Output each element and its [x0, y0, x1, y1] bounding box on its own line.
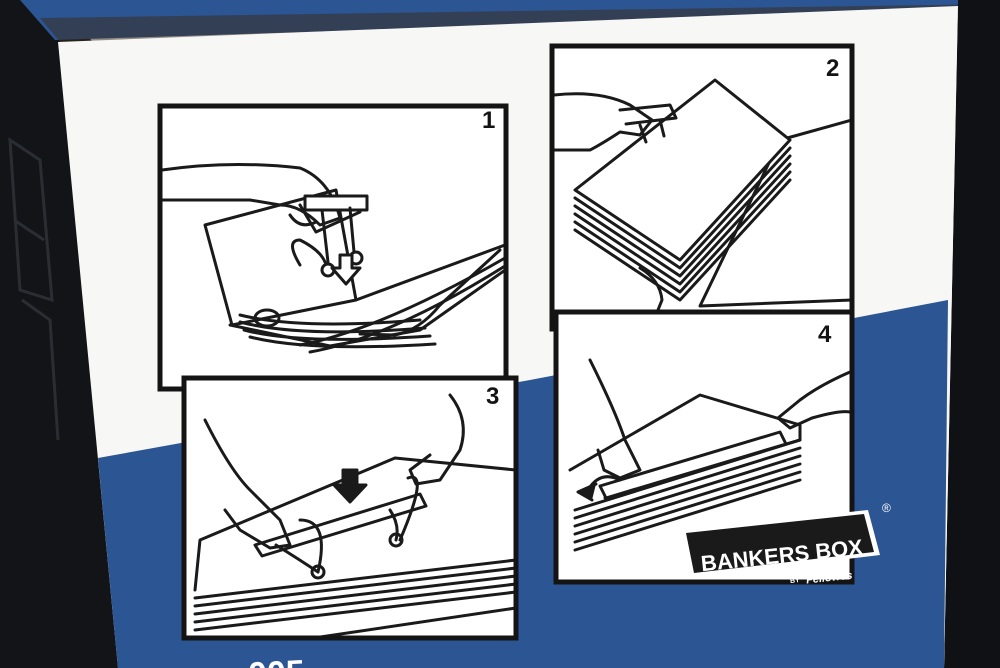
- instruction-panel-3: 3: [181, 375, 519, 641]
- side-handle-sketch: [8, 137, 60, 441]
- logo-registered-mark: ®: [882, 501, 891, 515]
- bottom-model-number: 005: [247, 653, 306, 668]
- panel-number-3: 3: [486, 383, 499, 410]
- instruction-panel-2: 2: [549, 43, 855, 332]
- logo-maker-text: Fellowes: [806, 570, 853, 587]
- instruction-panel-1: 1: [157, 103, 509, 392]
- box-right-edge: [944, 0, 1000, 668]
- logo-by-text: BY: [790, 577, 801, 585]
- panel-number-4: 4: [818, 321, 832, 348]
- panel-number-1: 1: [482, 107, 495, 134]
- panel-number-2: 2: [826, 55, 839, 82]
